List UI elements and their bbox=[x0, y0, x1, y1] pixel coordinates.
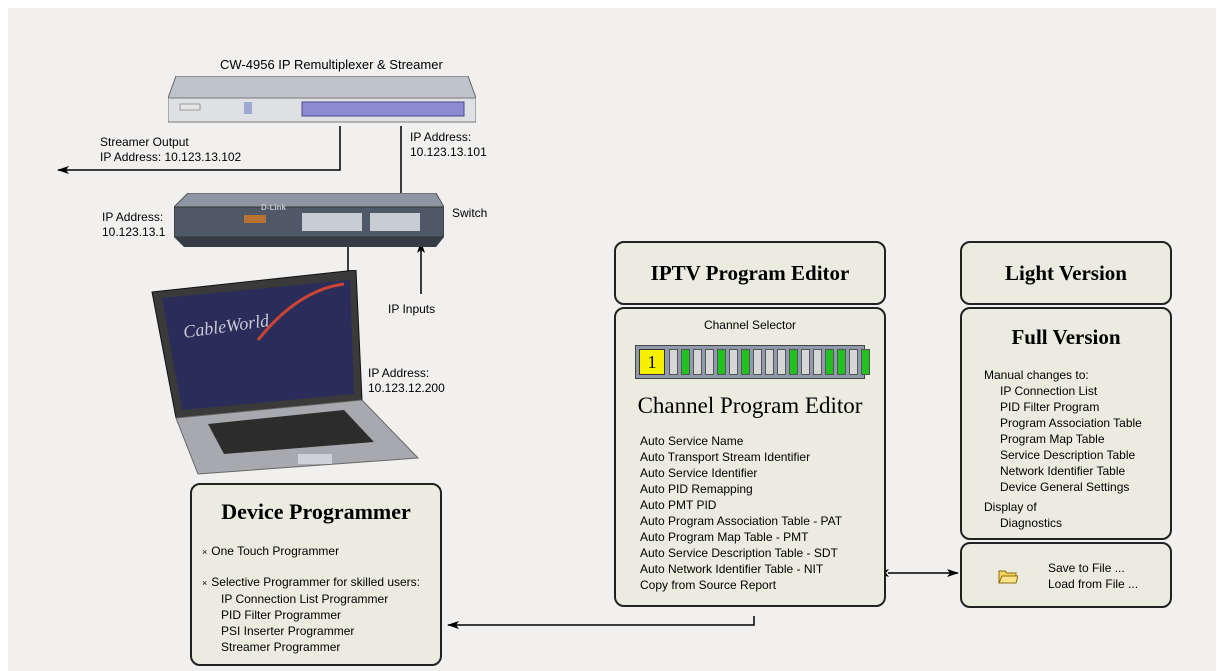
diagnostics[interactable]: Diagnostics bbox=[1000, 516, 1063, 530]
network-identifier-table[interactable]: Network Identifier Table bbox=[1000, 464, 1126, 478]
psi-inserter-programmer[interactable]: PSI Inserter Programmer bbox=[221, 624, 355, 638]
auto-pat[interactable]: Auto Program Association Table - PAT bbox=[640, 514, 843, 528]
auto-pmt[interactable]: Auto Program Map Table - PMT bbox=[640, 530, 809, 544]
streamer-output-label: Streamer Output IP Address: 10.123.13.10… bbox=[100, 135, 242, 164]
laptop-image bbox=[148, 269, 420, 476]
program-map-table[interactable]: Program Map Table bbox=[1000, 432, 1105, 446]
channel-slot[interactable] bbox=[729, 349, 738, 375]
channel-slot[interactable] bbox=[693, 349, 702, 375]
channel-1-selected[interactable]: 1 bbox=[639, 349, 665, 375]
channel-slot[interactable] bbox=[753, 349, 762, 375]
full-version-title: Full Version bbox=[1011, 325, 1121, 349]
service-description-table[interactable]: Service Description Table bbox=[1000, 448, 1136, 462]
streamer-programmer[interactable]: Streamer Programmer bbox=[221, 640, 341, 654]
light-version-title: Light Version bbox=[1005, 261, 1127, 285]
channel-selector[interactable]: 1 bbox=[635, 345, 870, 379]
channel-slot[interactable] bbox=[801, 349, 810, 375]
iptv-program-editor-header: IPTV Program Editor bbox=[614, 241, 886, 305]
ip-inputs-label: IP Inputs bbox=[388, 302, 436, 316]
channel-slot[interactable] bbox=[789, 349, 798, 375]
manual-changes-label: Manual changes to: bbox=[984, 368, 1089, 382]
streamer-output-arrow bbox=[57, 126, 341, 174]
one-touch-programmer-item[interactable]: ×One Touch Programmer bbox=[202, 544, 340, 558]
channel-slot[interactable] bbox=[741, 349, 750, 375]
copy-from-source-report[interactable]: Copy from Source Report bbox=[640, 578, 777, 592]
device-general-settings[interactable]: Device General Settings bbox=[1000, 480, 1130, 494]
channel-slot[interactable] bbox=[777, 349, 786, 375]
channel-slot[interactable] bbox=[681, 349, 690, 375]
rack-title: CW-4956 IP Remultiplexer & Streamer bbox=[220, 57, 443, 72]
auto-service-name[interactable]: Auto Service Name bbox=[640, 434, 744, 448]
channel-program-editor-title: Channel Program Editor bbox=[637, 393, 863, 418]
channel-slot[interactable] bbox=[837, 349, 846, 375]
file-panel: Save to File ... Load from File ... bbox=[960, 542, 1172, 608]
save-to-file[interactable]: Save to File ... bbox=[1048, 561, 1125, 575]
channel-slot[interactable] bbox=[669, 349, 678, 375]
iptv-program-editor-title: IPTV Program Editor bbox=[650, 261, 850, 285]
bullet-icon: × bbox=[202, 578, 208, 588]
selective-programmer-item[interactable]: ×Selective Programmer for skilled users: bbox=[202, 575, 420, 589]
pid-filter-programmer[interactable]: PID Filter Programmer bbox=[221, 608, 342, 622]
network-switch bbox=[172, 192, 445, 255]
load-from-file[interactable]: Load from File ... bbox=[1048, 577, 1139, 591]
switch-ip-label: IP Address: 10.123.13.1 bbox=[102, 210, 166, 239]
channel-slot[interactable] bbox=[813, 349, 822, 375]
auto-pmt-pid[interactable]: Auto PMT PID bbox=[640, 498, 717, 512]
display-of-label: Display of bbox=[984, 500, 1037, 514]
channel-slot[interactable] bbox=[849, 349, 858, 375]
channel-program-editor-panel: Channel Selector 1 Channel Program Edito… bbox=[614, 307, 886, 607]
auto-sdt[interactable]: Auto Service Description Table - SDT bbox=[640, 546, 838, 560]
channel-slot[interactable] bbox=[705, 349, 714, 375]
channel-slot[interactable] bbox=[825, 349, 834, 375]
full-version-panel[interactable]: Full Version Manual changes to: IP Conne… bbox=[960, 307, 1172, 540]
auto-service-identifier[interactable]: Auto Service Identifier bbox=[640, 466, 758, 480]
channel-selector-label: Channel Selector bbox=[703, 318, 797, 332]
rack-device bbox=[167, 75, 477, 126]
light-version-panel[interactable]: Light Version bbox=[960, 241, 1172, 305]
folder-icon[interactable] bbox=[998, 568, 1019, 584]
ip-connection-list-programmer[interactable]: IP Connection List Programmer bbox=[221, 592, 389, 606]
switch-label: Switch bbox=[452, 206, 488, 220]
channel-slot[interactable] bbox=[765, 349, 774, 375]
ip-connection-list[interactable]: IP Connection List bbox=[1000, 384, 1098, 398]
device-programmer-panel[interactable]: Device Programmer ×One Touch Programmer … bbox=[190, 483, 442, 666]
diagram-canvas: CW-4956 IP Remultiplexer & Streamer D-Li… bbox=[8, 8, 1216, 671]
program-association-table[interactable]: Program Association Table bbox=[1000, 416, 1142, 430]
device-programmer-title: Device Programmer bbox=[221, 499, 411, 524]
connector-lines bbox=[57, 126, 959, 629]
auto-transport-stream-identifier[interactable]: Auto Transport Stream Identifier bbox=[640, 450, 811, 464]
switch-brand: D-Link bbox=[261, 203, 286, 212]
auto-nit[interactable]: Auto Network Identifier Table - NIT bbox=[640, 562, 824, 576]
bullet-icon: × bbox=[202, 547, 208, 557]
laptop-ip-label: IP Address: 10.123.12.200 bbox=[368, 366, 445, 395]
channel-slot[interactable] bbox=[717, 349, 726, 375]
editor-programmer-arrow bbox=[447, 616, 755, 629]
channel-slot[interactable] bbox=[861, 349, 870, 375]
auto-pid-remapping[interactable]: Auto PID Remapping bbox=[640, 482, 753, 496]
rack-ip-label: IP Address: 10.123.13.101 bbox=[410, 130, 487, 159]
pid-filter-program[interactable]: PID Filter Program bbox=[1000, 400, 1100, 414]
